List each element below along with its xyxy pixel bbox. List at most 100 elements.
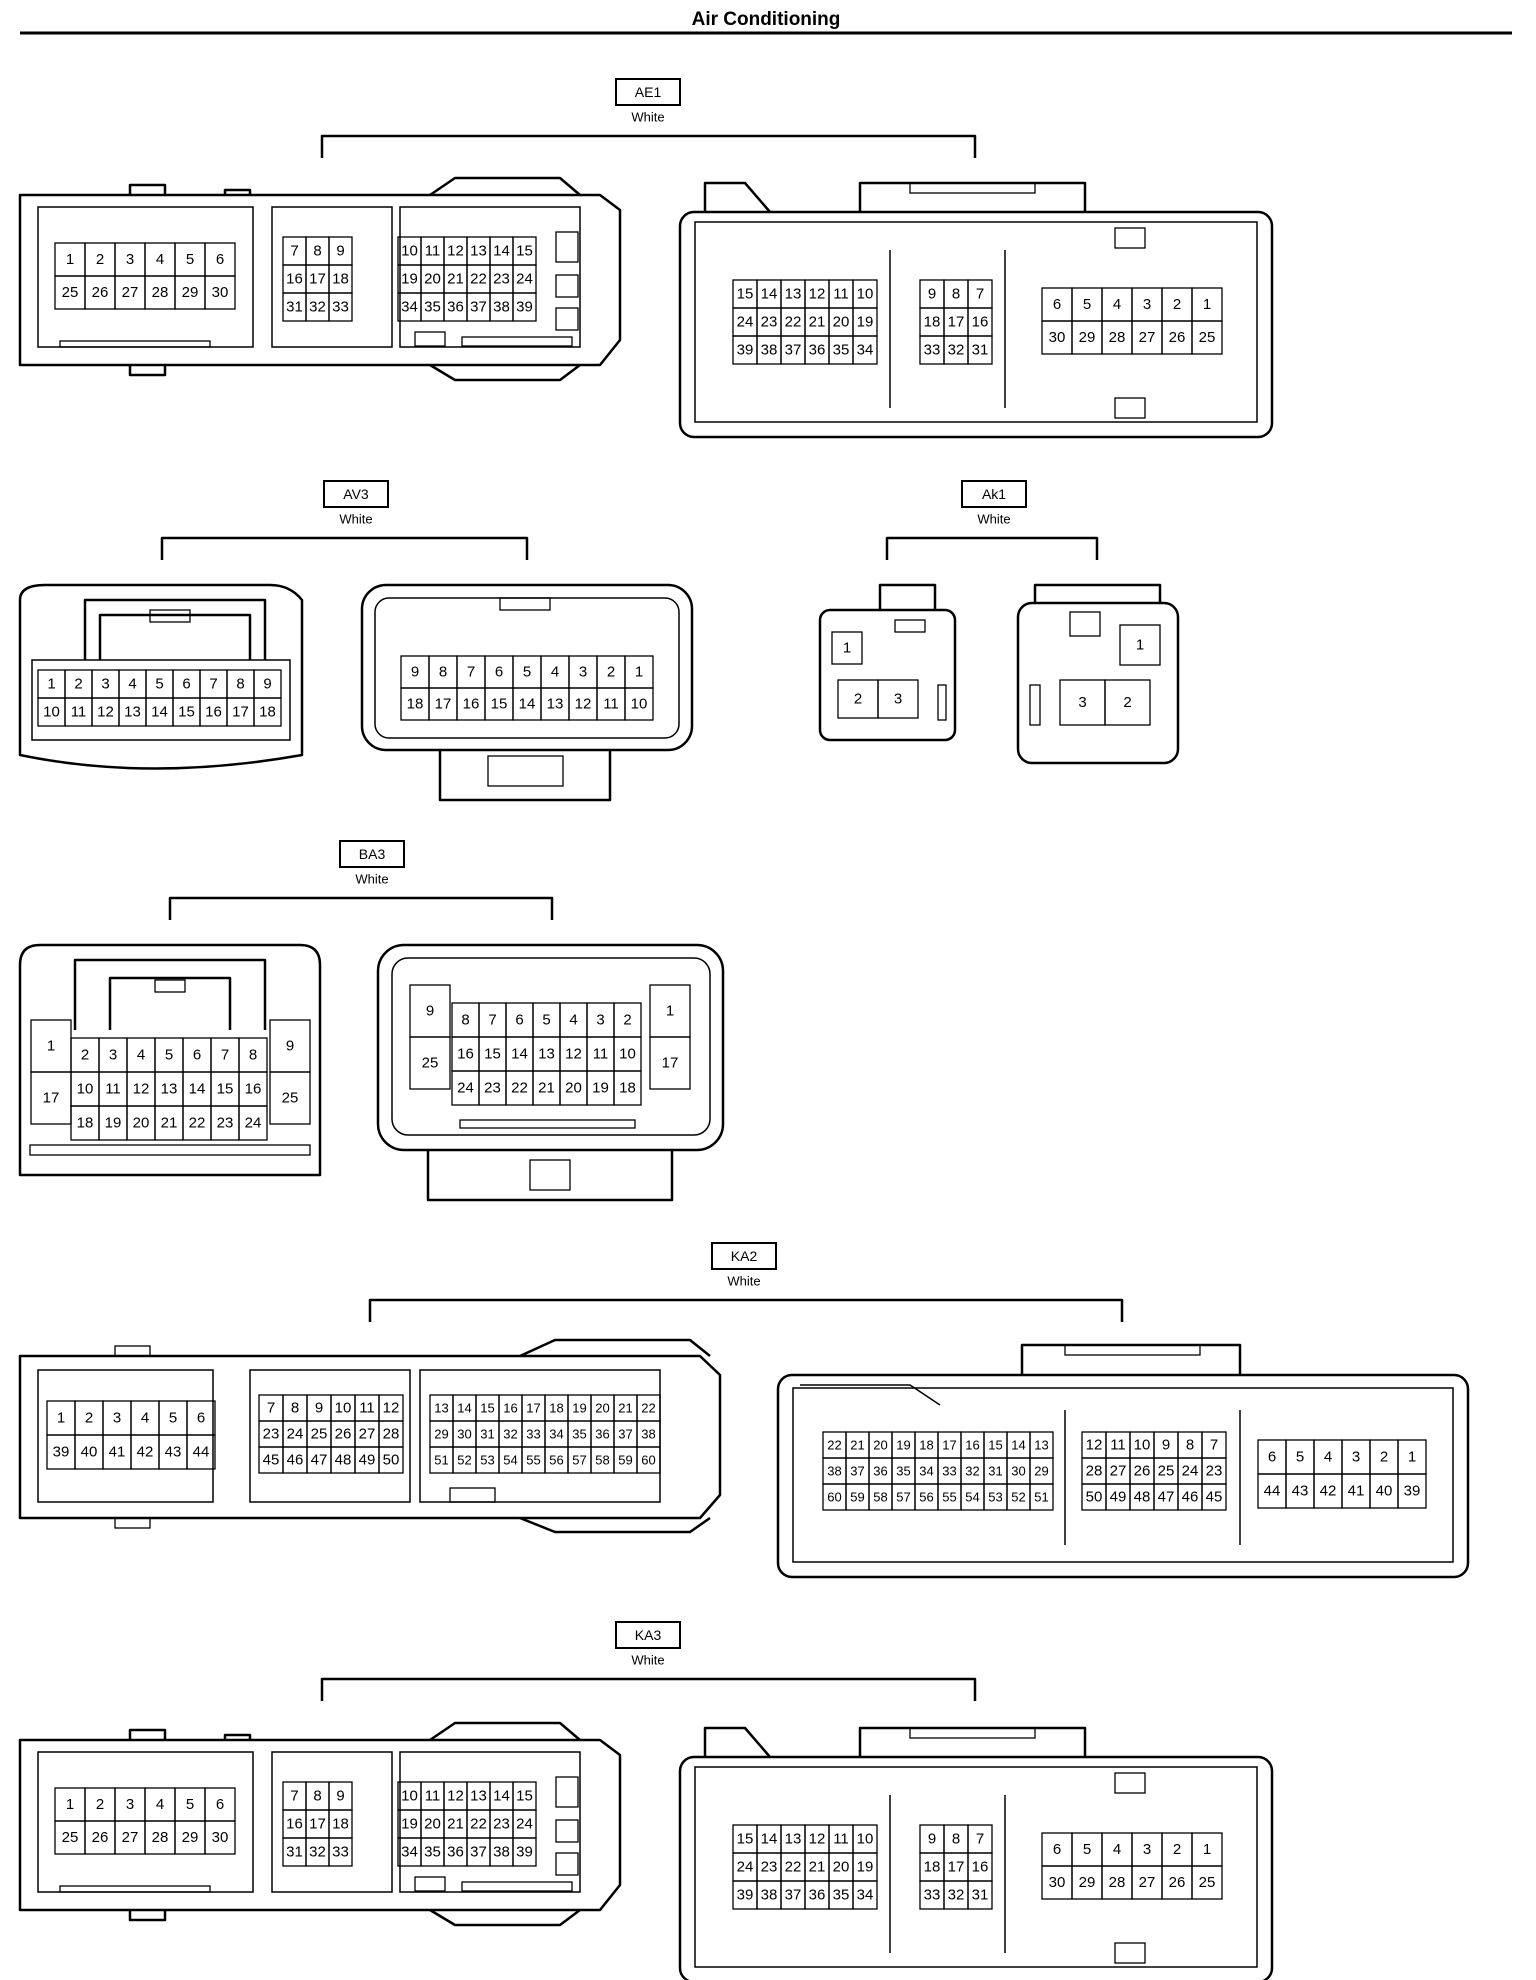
terminal-label: 31 — [972, 1887, 989, 1904]
terminal-label: 20 — [595, 1401, 609, 1416]
connector-color: White — [339, 512, 372, 527]
terminal-label: 30 — [1011, 1464, 1025, 1479]
terminal-label: 8 — [461, 1012, 469, 1029]
housing-key — [154, 979, 186, 993]
terminal-label: 17 — [232, 704, 249, 721]
terminal-label: 7 — [290, 243, 298, 260]
terminal-label: 9 — [928, 286, 936, 303]
connector-housing-face — [818, 608, 957, 742]
terminal-cell — [204, 275, 236, 310]
housing-latch — [703, 181, 771, 213]
terminal-label: 47 — [311, 1452, 328, 1469]
terminal-label: 32 — [503, 1427, 517, 1442]
housing-key — [894, 619, 926, 633]
terminal-label: 14 — [189, 1081, 206, 1098]
terminal-label: 32 — [948, 342, 965, 359]
terminal-label: 10 — [335, 1400, 352, 1417]
terminal-label: 45 — [1206, 1489, 1223, 1506]
terminal-label: 15 — [480, 1401, 494, 1416]
terminal-label: 36 — [595, 1427, 609, 1442]
terminal-label: 39 — [516, 1844, 533, 1861]
terminal-label: 29 — [434, 1427, 448, 1442]
terminal-label: 29 — [1079, 1874, 1096, 1891]
terminal-cell — [204, 1820, 236, 1855]
terminal-label: 4 — [156, 251, 164, 268]
terminal-label: 7 — [221, 1047, 229, 1064]
housing-latch — [108, 976, 232, 1030]
terminal-label: 1 — [635, 664, 643, 681]
housing-latch — [878, 583, 937, 610]
terminal-cell — [1029, 1483, 1054, 1511]
housing-key — [499, 597, 551, 611]
terminal-label: 25 — [1199, 1874, 1216, 1891]
connector-color: White — [355, 872, 388, 887]
housing-key — [1114, 397, 1146, 419]
terminal-label: 36 — [873, 1464, 887, 1479]
terminal-label: 18 — [332, 271, 349, 288]
terminal-label: 2 — [854, 691, 862, 708]
terminal-label: 39 — [737, 1887, 754, 1904]
terminal-label: 39 — [516, 299, 533, 316]
terminal-label: 33 — [332, 299, 349, 316]
terminal-label: 4 — [1324, 1449, 1332, 1466]
terminal-label: 26 — [1169, 329, 1186, 346]
terminal-label: 36 — [809, 342, 826, 359]
terminal-label: 22 — [470, 1816, 487, 1833]
terminal-label: 12 — [97, 704, 114, 721]
terminal-label: 19 — [857, 1859, 874, 1876]
terminal-cell — [512, 1837, 537, 1867]
connector-code: AE1 — [635, 84, 662, 100]
cavity-block-b — [271, 1751, 393, 1893]
terminal-label: 35 — [572, 1427, 586, 1442]
housing-key — [414, 331, 446, 347]
terminal-label: 30 — [457, 1427, 471, 1442]
terminal-label: 23 — [1206, 1463, 1223, 1480]
terminal-label: 34 — [549, 1427, 563, 1442]
terminal-label: 35 — [896, 1464, 910, 1479]
terminal-label: 46 — [1182, 1489, 1199, 1506]
terminal-label: 13 — [538, 1046, 555, 1063]
terminal-label: 12 — [447, 1788, 464, 1805]
terminal-label: 9 — [315, 1400, 323, 1417]
terminal-cell — [877, 679, 919, 719]
terminal-label: 17 — [662, 1055, 679, 1072]
terminal-label: 5 — [523, 664, 531, 681]
terminal-label: 9 — [336, 1788, 344, 1805]
terminal-label: 49 — [1110, 1489, 1127, 1506]
terminal-label: 18 — [77, 1115, 94, 1132]
terminal-label: 31 — [972, 342, 989, 359]
terminal-label: 28 — [1109, 1874, 1126, 1891]
terminal-label: 12 — [383, 1400, 400, 1417]
terminal-label: 9 — [336, 243, 344, 260]
terminal-label: 14 — [457, 1401, 471, 1416]
terminal-label: 13 — [470, 243, 487, 260]
terminal-label: 4 — [137, 1047, 145, 1064]
terminal-label: 26 — [335, 1426, 352, 1443]
terminal-cell — [649, 1036, 691, 1090]
connector-housing-face — [678, 210, 1274, 439]
terminal-label: 6 — [495, 664, 503, 681]
housing-key — [555, 231, 579, 263]
terminal-label: 7 — [290, 1788, 298, 1805]
terminal-label: 12 — [575, 696, 592, 713]
terminal-label: 41 — [109, 1444, 126, 1461]
terminal-label: 37 — [785, 1887, 802, 1904]
terminal-label: 42 — [1320, 1483, 1337, 1500]
terminal-label: 39 — [737, 342, 754, 359]
cavity-block-a — [37, 1369, 214, 1503]
housing-latch — [429, 176, 581, 197]
terminal-label: 18 — [919, 1438, 933, 1453]
terminal-label: 19 — [401, 271, 418, 288]
terminal-label: 12 — [133, 1081, 150, 1098]
terminal-label: 18 — [407, 696, 424, 713]
terminal-label: 2 — [1173, 296, 1181, 313]
terminal-label: 10 — [401, 1788, 418, 1805]
terminal-label: 25 — [1158, 1463, 1175, 1480]
terminal-label: 5 — [1083, 1841, 1091, 1858]
terminal-label: 5 — [186, 251, 194, 268]
terminal-label: 3 — [126, 251, 134, 268]
connector-housing-face — [1016, 601, 1180, 765]
terminal-label: 11 — [359, 1400, 375, 1417]
terminal-label: 35 — [833, 1887, 850, 1904]
terminal-label: 36 — [447, 299, 464, 316]
